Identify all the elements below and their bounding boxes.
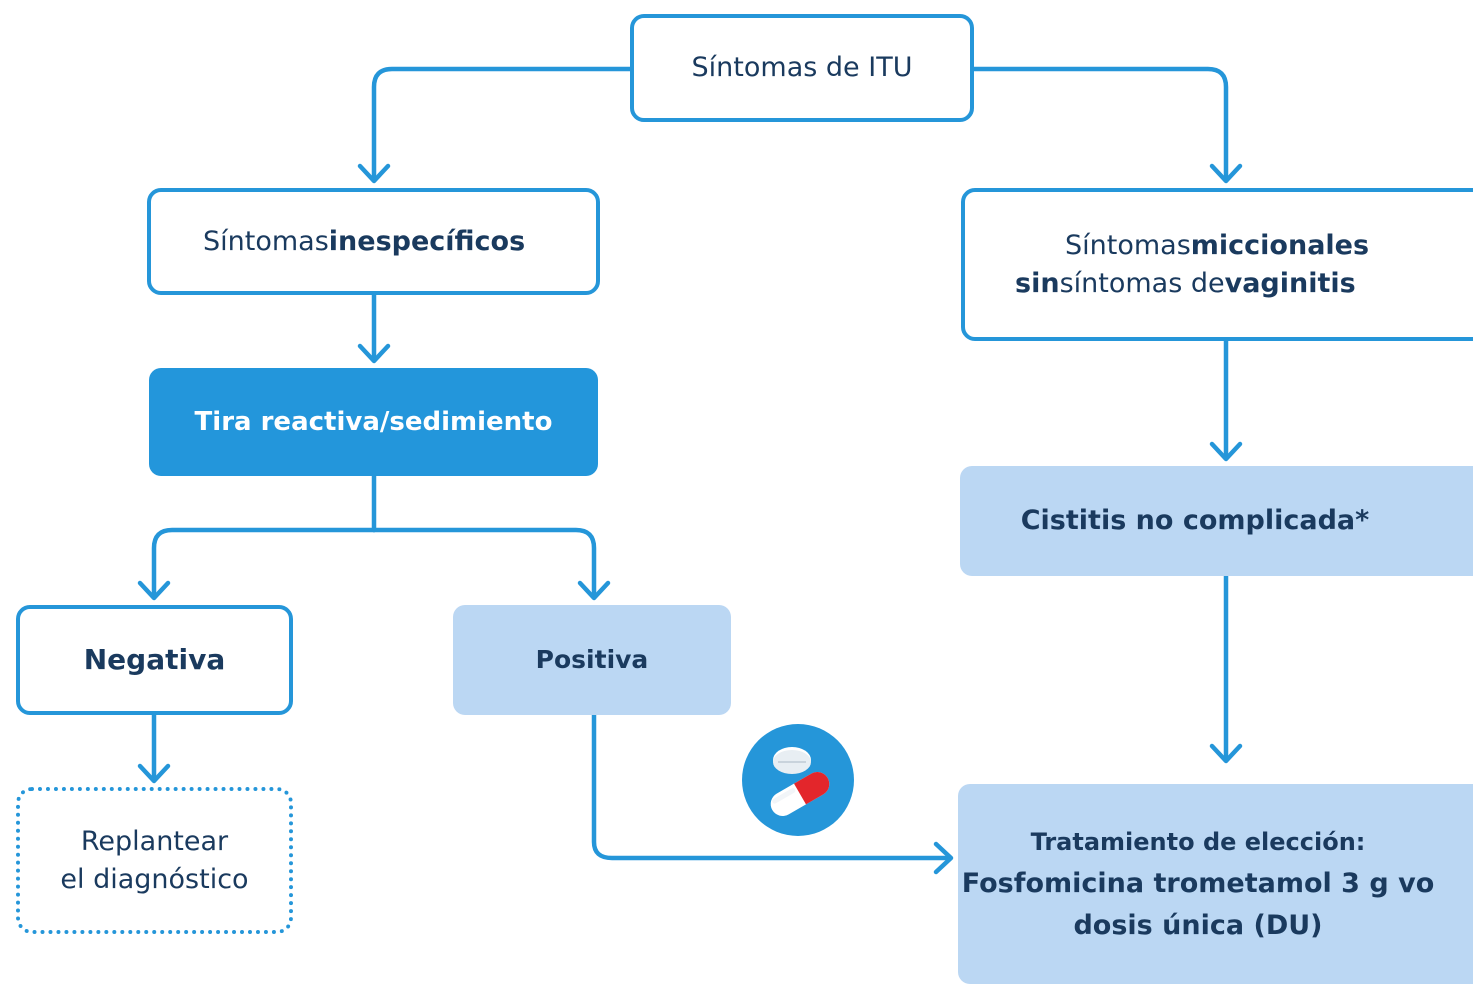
node-negativa: Negativa <box>16 605 293 715</box>
miccionales-l2-bold-sin: sin <box>1015 267 1060 299</box>
miccionales-line-2: sinsíntomas devaginitis <box>1015 265 1356 303</box>
inespecificos-bold: inespecíficos <box>328 225 526 257</box>
tratamiento-line-3: dosis única (DU) <box>1073 910 1323 941</box>
miccionales-l1-bold: miccionales <box>1190 229 1370 261</box>
miccionales-line-1: Síntomasmiccionales <box>1015 227 1369 265</box>
connector-to-negativa <box>151 527 377 600</box>
node-sintomas-miccionales: Síntomasmiccionales sinsíntomas devagini… <box>961 188 1473 341</box>
replantear-line-1: Replantear <box>80 825 229 857</box>
pill-capsule-icon <box>742 724 854 836</box>
miccionales-l1-prefix: Síntomas <box>1065 229 1191 261</box>
arrowhead-inespecificos <box>357 163 391 184</box>
node-sintomas-inespecificos: Síntomasinespecíficos <box>147 188 600 295</box>
connector-to-positiva <box>371 527 597 600</box>
connector-itu-to-miccionales <box>971 66 1229 183</box>
node-inespecificos-text: Síntomasinespecíficos <box>203 223 525 261</box>
arrowhead-negativa <box>137 580 171 601</box>
miccionales-l2-middle: síntomas de <box>1059 267 1225 299</box>
tratamiento-line-1: Tratamiento de elección: <box>1030 828 1366 856</box>
arrowhead-tira <box>357 343 391 364</box>
miccionales-l2-bold-vaginitis: vaginitis <box>1224 267 1356 299</box>
node-sintomas-itu: Síntomas de ITU <box>630 14 974 122</box>
inespecificos-prefix: Síntomas <box>203 225 329 257</box>
node-cistitis-no-complicada: Cistitis no complicada* <box>960 466 1473 576</box>
arrowhead-tratamiento-top <box>1209 743 1243 764</box>
arrowhead-replantear <box>137 763 171 784</box>
arrowhead-positiva <box>577 580 611 601</box>
node-positiva-label: Positiva <box>535 645 649 674</box>
tratamiento-line-2: Fosfomicina trometamol 3 g vo <box>961 868 1435 899</box>
connector-itu-to-inespecificos <box>371 66 633 183</box>
arrowhead-miccionales <box>1209 163 1243 184</box>
node-positiva: Positiva <box>453 605 731 715</box>
arrowhead-tratamiento-left <box>933 841 954 875</box>
node-tira-reactiva: Tira reactiva/sedimiento <box>149 368 598 476</box>
node-replantear-diagnostico: Replantear el diagnóstico <box>16 787 293 934</box>
node-tratamiento-eleccion: Tratamiento de elección: Fosfomicina tro… <box>958 784 1473 984</box>
node-sintomas-itu-label: Síntomas de ITU <box>691 52 913 83</box>
node-cistitis-label: Cistitis no complicada* <box>1020 505 1370 536</box>
replantear-line-2: el diagnóstico <box>60 863 249 895</box>
arrowhead-cistitis <box>1209 441 1243 462</box>
node-negativa-label: Negativa <box>83 643 226 676</box>
connector-positiva-to-tratamiento <box>591 712 953 861</box>
node-tira-label: Tira reactiva/sedimiento <box>194 407 553 437</box>
